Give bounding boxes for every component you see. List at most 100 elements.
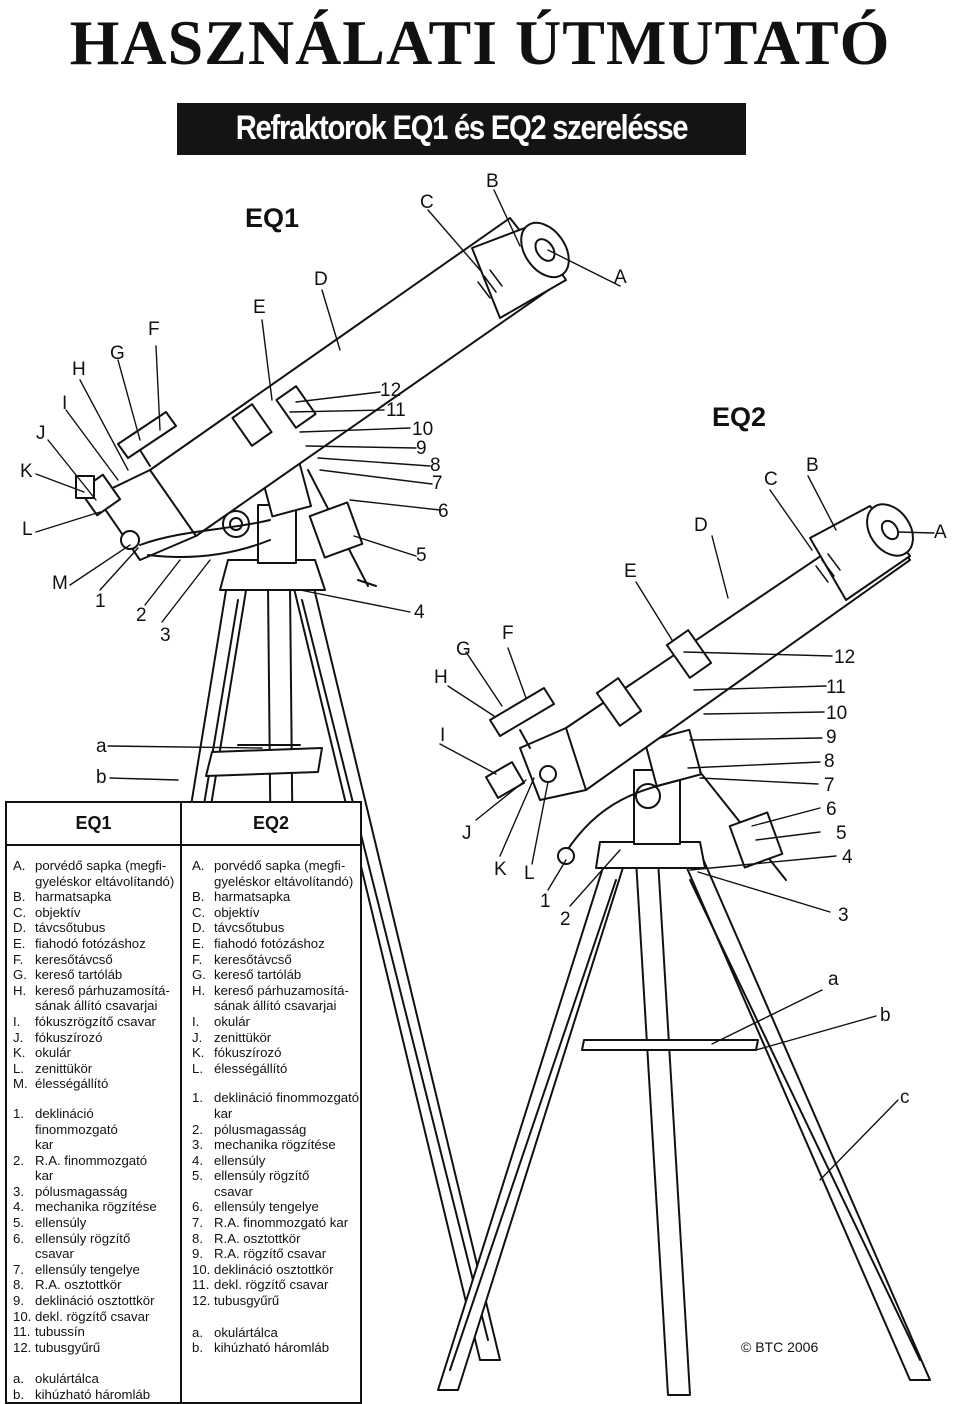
legend-item: D.távcsőtubus (192, 920, 360, 936)
eq2-callout-3: 3 (838, 905, 849, 926)
eq2-callout-f: F (502, 623, 514, 644)
legend-item-key: M. (13, 1076, 28, 1092)
legend-item-text: zenittükör (214, 1029, 272, 1045)
legend-item: 10.dekl. rögzítő csavar (13, 1309, 180, 1325)
eq2-callout-6: 6 (826, 799, 837, 820)
legend-item: 9.R.A. rögzítő csavar (192, 1246, 360, 1262)
eq1-callout-10: 10 (412, 419, 434, 440)
legend-item: H.kereső párhuzamosítá- (13, 983, 180, 999)
legend-item-key: 3. (13, 1183, 24, 1199)
legend-item-key: E. (192, 935, 205, 951)
legend-item-text: gyeléskor eltávolítandó) (35, 873, 175, 889)
legend-item-key: 1. (192, 1090, 203, 1106)
legend-item: 12.tubusgyűrű (192, 1293, 360, 1309)
legend-item-text: dekl. rögzítő csavar (214, 1277, 329, 1293)
legend-item: b.kihúzható háromláb (192, 1340, 360, 1356)
legend-item-text: objektív (35, 904, 81, 920)
legend-item: kar (13, 1137, 180, 1153)
eq1-callout-j: J (36, 423, 46, 444)
legend-eq2-header: EQ2 (182, 803, 360, 846)
legend-item-key: 10. (192, 1261, 211, 1277)
legend-item-text: távcsőtubus (35, 920, 106, 936)
legend-item: 1.deklináció finommozgató (192, 1090, 360, 1106)
eq2-callout-8: 8 (824, 751, 835, 772)
legend-item-text: kereső tartóláb (35, 967, 123, 983)
legend-item-text: fókuszrögzítő csavar (35, 1013, 156, 1029)
legend-item: K.okulár (13, 1045, 180, 1061)
legend-item-text: okulártálca (35, 1371, 99, 1387)
legend-item-key: H. (13, 982, 27, 998)
legend-item-text: porvédő sapka (megfi- (35, 858, 167, 873)
legend-item: csavar (192, 1184, 360, 1200)
legend-item: L.élességállító (192, 1061, 360, 1077)
legend-item-text: ellensúly rögzítő (35, 1230, 131, 1246)
legend-item: 6.ellensúly tengelye (192, 1199, 360, 1215)
legend-item-text: okulártálca (214, 1324, 278, 1340)
legend-item: E.fiahodó fotózáshoz (13, 936, 180, 952)
legend-item: sának állító csavarjai (13, 998, 180, 1014)
legend-item: b.kihúzható háromláb (13, 1387, 180, 1403)
legend-item-text: R.A. osztottkör (214, 1230, 301, 1246)
legend-item-text: gyeléskor eltávolítandó) (214, 873, 354, 889)
legend-item: 3.mechanika rögzítése (192, 1137, 360, 1153)
legend-item: A.porvédő sapka (megfi- (13, 858, 180, 874)
legend-item: D. távcsőtubus (13, 920, 180, 936)
legend-item-text: keresőtávcső (35, 951, 113, 967)
legend-item: B.harmatsapka (192, 889, 360, 905)
legend-item-key: 8. (13, 1277, 24, 1293)
legend-item-text: porvédő sapka (megfi- (214, 858, 346, 873)
legend-item-key: 11. (13, 1324, 31, 1340)
legend-item: L.zenittükör (13, 1061, 180, 1077)
legend-item: G.kereső tartóláb (192, 967, 360, 983)
legend-item-text: kar (214, 1105, 233, 1121)
legend-item-text: dekl. rögzítő csavar (35, 1308, 150, 1324)
eq1-callout-3: 3 (160, 625, 171, 646)
legend-item-key: 12. (192, 1293, 211, 1309)
legend-item-key: b. (13, 1387, 24, 1402)
legend-item-text: ellensúly rögzítő (214, 1168, 310, 1184)
legend-item: gyeléskor eltávolítandó) (192, 874, 360, 890)
legend-item-key: F. (13, 951, 24, 967)
legend-item-text: harmatsapka (214, 889, 291, 905)
legend-item-key: 2. (13, 1152, 24, 1168)
eq2-model-label: EQ2 (712, 402, 767, 432)
legend-item-text: tubusgyűrű (35, 1339, 101, 1355)
legend-item-key: F. (192, 951, 203, 967)
legend-item-text: pólusmagasság (214, 1121, 307, 1137)
eq1-callout-b: B (486, 171, 499, 192)
legend-item: B.harmatsapka (13, 889, 180, 905)
legend-item: 9.deklináció osztottkör (13, 1293, 180, 1309)
legend-item-key: D. (13, 920, 27, 936)
eq2-callout-b-small: b (880, 1005, 891, 1026)
eq2-callout-a: A (934, 522, 947, 543)
legend-item-key: K. (192, 1045, 205, 1061)
eq1-callout-e: E (253, 297, 266, 318)
legend-item-key: 7. (192, 1215, 203, 1231)
legend-item: 4.ellensúly (192, 1153, 360, 1169)
legend-item: a.okulártálca (13, 1371, 180, 1387)
legend-item: gyeléskor eltávolítandó) (13, 874, 180, 890)
legend-item-text: R.A. finommozgató kar (214, 1215, 349, 1231)
legend-item: J.fókuszírozó (13, 1030, 180, 1046)
eq2-callout-c-small: c (900, 1087, 910, 1108)
legend-item: J.zenittükör (192, 1030, 360, 1046)
eq1-callout-l: L (22, 519, 33, 540)
legend-item: M.élességállító (13, 1076, 180, 1092)
legend-item: 7.ellensúly tengelye (13, 1262, 180, 1278)
legend-item: a.okulártálca (192, 1325, 360, 1341)
legend-item-text: fiahodó fotózáshoz (214, 935, 325, 951)
legend-item-text: csavar (35, 1246, 74, 1262)
legend-item-key: 9. (192, 1246, 203, 1262)
legend-item: 3.pólusmagasság (13, 1184, 180, 1200)
legend-item-key: 10. (13, 1308, 32, 1324)
eq1-callout-c: C (420, 192, 434, 213)
legend-item-key: 5. (192, 1168, 203, 1184)
legend-item-text: ellensúly tengelye (214, 1199, 319, 1215)
legend-item-key: b. (192, 1340, 203, 1356)
legend-item-key: L. (13, 1060, 24, 1076)
legend-item-text: okulár (214, 1013, 250, 1029)
legend-item: sának állító csavarjai (192, 998, 360, 1014)
legend-item: 12.tubusgyűrű (13, 1340, 180, 1356)
